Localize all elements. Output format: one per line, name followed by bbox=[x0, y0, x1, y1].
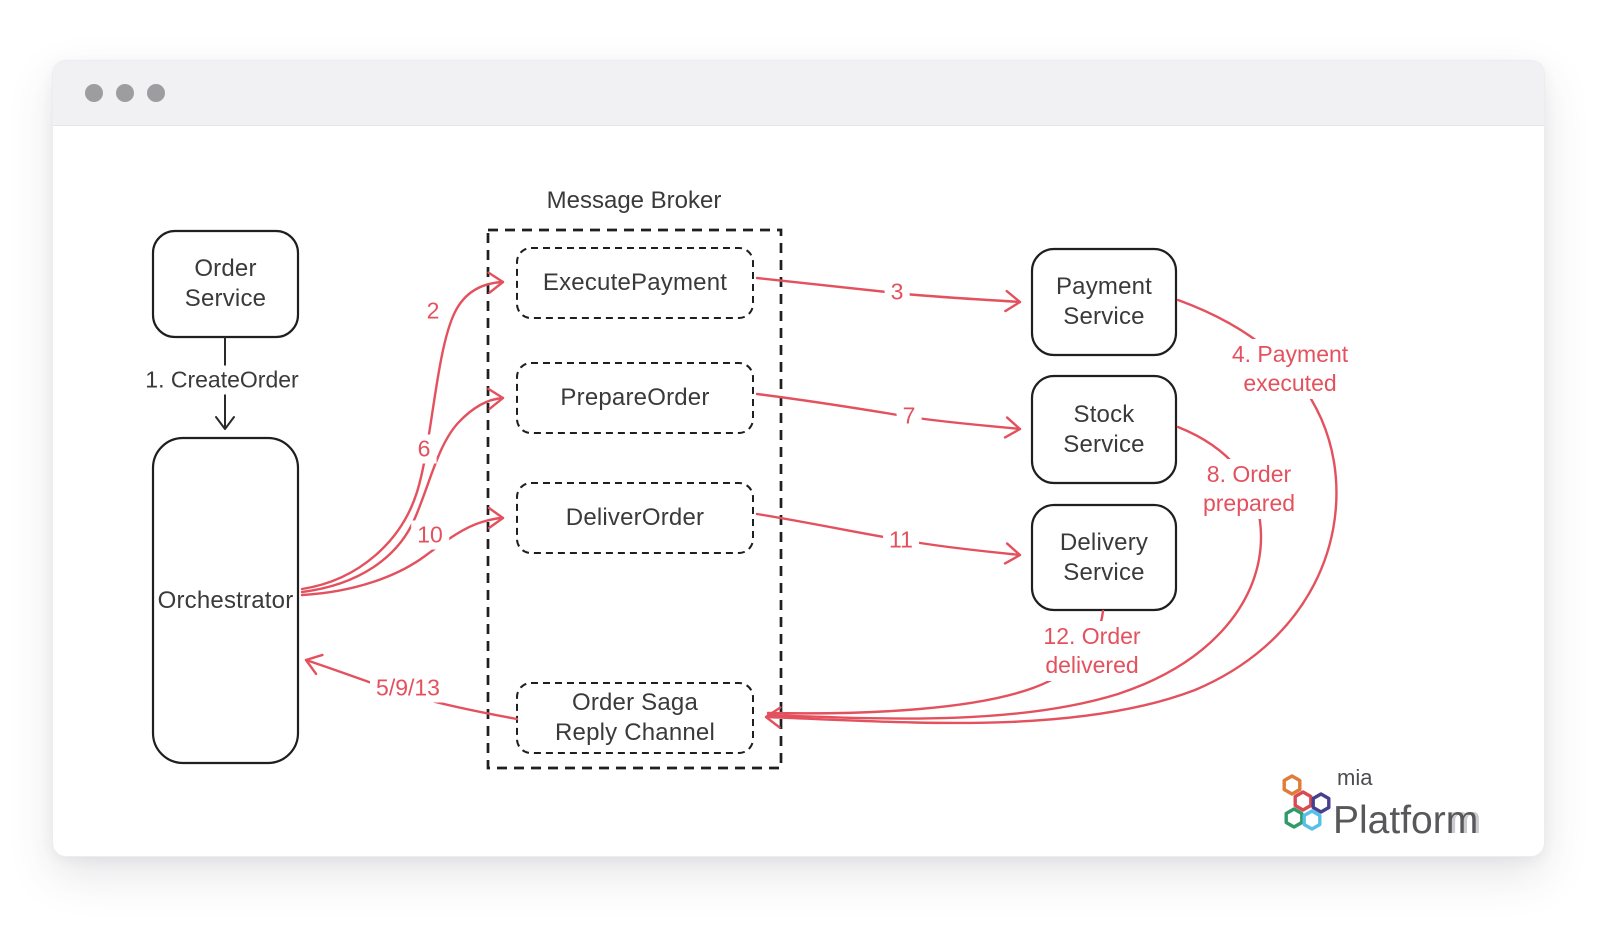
prepare-order-channel-node bbox=[516, 362, 754, 434]
browser-window bbox=[52, 60, 1545, 857]
stock-service-node bbox=[1030, 374, 1178, 485]
logo-mia-text: mia bbox=[1337, 765, 1373, 790]
window-control-dot[interactable] bbox=[85, 84, 103, 102]
payment-service-label: Payment Service bbox=[1055, 273, 1153, 330]
window-control-dot[interactable] bbox=[147, 84, 165, 102]
stock-service-label: Stock Service bbox=[1063, 400, 1145, 458]
order-saga-reply-label: Order Saga Reply Channel bbox=[554, 689, 716, 746]
step5913-label: 5/9/13 bbox=[370, 673, 446, 703]
step7-label: 7 bbox=[896, 401, 922, 431]
message-broker-title: Message Broker bbox=[546, 187, 722, 214]
execute-payment-label: ExecutePayment bbox=[542, 269, 728, 296]
prepare-order-label: PrepareOrder bbox=[560, 384, 710, 411]
window-titlebar bbox=[53, 61, 1544, 126]
arrow-step6 bbox=[300, 387, 505, 594]
arrow-step10 bbox=[300, 506, 505, 597]
deliver-order-channel-node bbox=[516, 482, 754, 554]
orchestrator-node bbox=[151, 436, 300, 765]
create-order-edge-label: 1. CreateOrder bbox=[139, 365, 305, 395]
step4-label: 4. Payment executed bbox=[1225, 339, 1355, 399]
mia-platform-hexagons-icon bbox=[1282, 774, 1331, 831]
order-service-label: Order Service bbox=[184, 255, 267, 312]
logo-platform-text: Platform bbox=[1333, 799, 1479, 842]
step10-label: 10 bbox=[411, 520, 449, 550]
arrow-step7 bbox=[755, 392, 1022, 439]
message-broker-container bbox=[486, 228, 783, 770]
delivery-service-node bbox=[1030, 503, 1178, 612]
logo-ghost-m: m bbox=[1449, 799, 1482, 842]
execute-payment-channel-node bbox=[516, 247, 754, 319]
arrow-step2 bbox=[300, 271, 505, 591]
step3-label: 3 bbox=[884, 277, 910, 307]
step6-label: 6 bbox=[411, 434, 437, 464]
window-control-dot[interactable] bbox=[116, 84, 134, 102]
step2-label: 2 bbox=[420, 296, 446, 326]
delivery-service-label: Delivery Service bbox=[1059, 528, 1149, 586]
arrow-step8-order-prepared bbox=[766, 425, 1263, 720]
orchestrator-label: Orchestrator bbox=[157, 586, 294, 614]
step12-label: 12. Order delivered bbox=[1037, 621, 1147, 681]
step8-label: 8. Order prepared bbox=[1196, 459, 1302, 519]
step11-label: 11 bbox=[883, 525, 919, 555]
payment-service-node bbox=[1030, 247, 1178, 357]
deliver-order-label: DeliverOrder bbox=[565, 504, 705, 531]
